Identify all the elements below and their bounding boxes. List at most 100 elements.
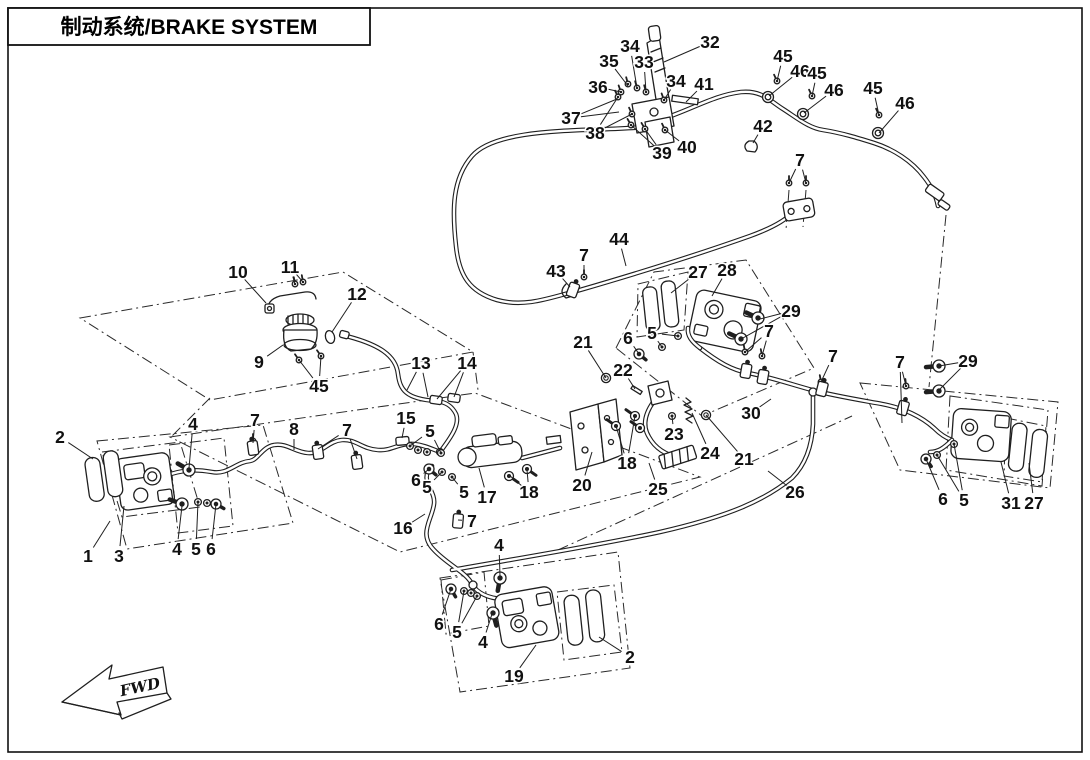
callout-label: 33	[634, 52, 654, 72]
callout-label: 43	[546, 261, 566, 281]
callout-leader-line	[936, 454, 960, 492]
washer-icon	[422, 447, 432, 457]
callout-leader-line	[451, 476, 459, 485]
screw-icon	[617, 84, 625, 96]
socket-bolt-icon	[923, 359, 946, 373]
screw-icon	[624, 76, 632, 88]
callout-label: 21	[573, 332, 593, 352]
callout-label: 7	[828, 346, 838, 366]
callout-leader-line	[498, 554, 501, 577]
callout-label: 30	[741, 403, 761, 423]
callout-label: 5	[959, 490, 969, 510]
callout-leader-line	[670, 277, 691, 294]
callout-label: 37	[561, 108, 580, 128]
callout-leader-line	[633, 345, 640, 355]
callout-leader-line	[526, 469, 529, 483]
callout-leader-line	[648, 462, 656, 480]
callout-label: 35	[599, 51, 619, 71]
callout-label: 7	[795, 150, 805, 170]
screw-icon	[785, 175, 793, 187]
callout-leader-line	[621, 248, 627, 267]
callout-leader-line	[1000, 461, 1010, 494]
callout-leader-line	[671, 415, 674, 425]
callout-leader-line	[752, 134, 759, 144]
hose-clamp-icon	[756, 365, 770, 386]
callout-leader-line	[177, 505, 183, 540]
callout-leader-line	[599, 96, 619, 125]
callout-label: 40	[677, 137, 697, 157]
callout-label: 7	[342, 420, 352, 440]
callout-leader-line	[401, 427, 405, 439]
callout-leader-line	[615, 425, 625, 454]
callout-leader-line	[627, 378, 636, 390]
washer-icon	[202, 498, 212, 508]
callout-label: 1	[83, 546, 93, 566]
callout-label: 17	[477, 487, 496, 507]
hose-clamp-icon	[311, 440, 325, 461]
callout-label: 7	[579, 245, 589, 265]
callout-label: 5	[647, 323, 657, 343]
callout-label: 16	[393, 518, 413, 538]
callout-leader-line	[436, 370, 461, 400]
callout-leader-line	[925, 458, 940, 490]
callout-label: 7	[764, 321, 774, 341]
callout-label: 29	[958, 351, 978, 371]
callout-label: 2	[625, 647, 635, 667]
callout-leader-line	[562, 278, 571, 288]
callout-leader-line	[252, 429, 255, 444]
callout-label: 13	[411, 353, 431, 373]
master-cylinder	[457, 433, 562, 469]
callout-label: 5	[425, 421, 435, 441]
callout-leader-line	[607, 88, 622, 93]
callout-leader-line	[899, 371, 903, 424]
callout-leader-line	[598, 636, 622, 652]
callout-leader-line	[644, 128, 657, 146]
callout-label: 22	[613, 360, 633, 380]
callout-leader-line	[211, 503, 217, 540]
callout-label: 46	[895, 93, 915, 113]
callout-leader-line	[744, 337, 762, 353]
callout-leader-line	[195, 501, 199, 540]
callout-leader-line	[614, 68, 629, 87]
callout-leader-line	[657, 340, 663, 348]
callout-leader-line	[298, 359, 314, 379]
callout-label: 24	[700, 443, 720, 463]
callout-leader-line	[663, 89, 672, 101]
callout-leader-line	[317, 435, 339, 450]
rear-right-caliper	[927, 407, 1049, 479]
callout-label: 6	[411, 470, 421, 490]
callout-leader-line	[188, 433, 193, 469]
callout-label: 18	[617, 453, 637, 473]
callout-leader-line	[705, 414, 738, 452]
callout-label: 23	[664, 424, 684, 444]
callout-label: 6	[206, 539, 216, 559]
callout-label: 12	[347, 284, 367, 304]
callout-label: 46	[824, 80, 844, 100]
hardware-layer	[167, 73, 959, 628]
callout-label: 7	[895, 352, 905, 372]
flange-bolt-icon	[624, 408, 641, 422]
callout-label: 5	[422, 477, 432, 497]
callout-label: 46	[790, 61, 810, 81]
callout-label: 11	[281, 257, 300, 277]
callout-label: 18	[519, 482, 539, 502]
hose-clamp-icon	[565, 279, 581, 299]
callout-leader-line	[434, 439, 442, 454]
line-fittings	[338, 329, 818, 590]
banjo-bolt-icon	[633, 348, 648, 362]
callout-label: 36	[588, 77, 608, 97]
callout-leader-line	[820, 364, 830, 383]
screw-icon	[316, 349, 325, 360]
callout-leader-line	[266, 344, 284, 357]
callout-leader-line	[580, 98, 618, 115]
callout-leader-line	[768, 76, 793, 97]
callout-leader-line	[767, 470, 788, 487]
callout-leader-line	[631, 55, 638, 89]
callout-leader-line	[458, 590, 465, 623]
callout-leader-line	[953, 443, 963, 491]
screw-icon	[802, 175, 810, 187]
flange-bolt-icon	[629, 420, 646, 434]
hose-clamp-icon	[739, 359, 753, 380]
